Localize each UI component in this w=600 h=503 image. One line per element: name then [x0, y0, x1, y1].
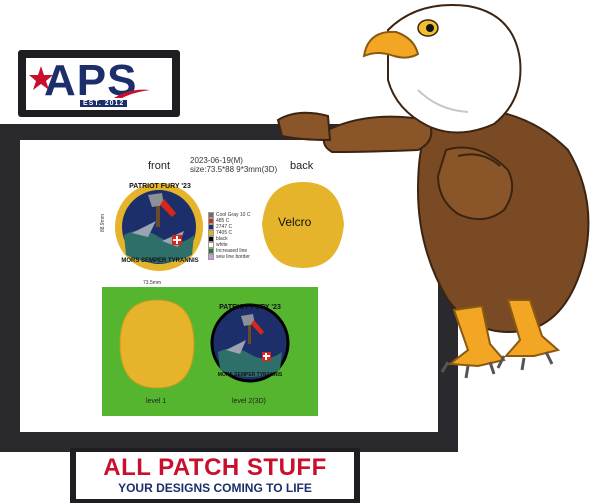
brand-tagline: YOUR DESIGNS COMING TO LIFE [118, 481, 312, 495]
back-label: back [290, 160, 314, 172]
size-text: size:73.5*88 9*3mm(3D) [190, 165, 278, 174]
legend-swatch [208, 254, 214, 260]
legend-label: white [216, 242, 228, 248]
legend-swatch [208, 218, 214, 224]
legend-row: 2747 C [208, 224, 250, 230]
legend-swatch [208, 242, 214, 248]
legend-row: sew line border [208, 254, 250, 260]
brand-name: ALL PATCH STUFF [103, 454, 327, 481]
front-label: front [148, 160, 171, 172]
front-patch-top-text: PATRIOT FURY '23 [129, 183, 191, 190]
legend-row: Increased line [208, 248, 250, 254]
legend-row: white [208, 242, 250, 248]
legend-row: 7405 C [208, 230, 250, 236]
legend-row: black [208, 236, 250, 242]
legend-swatch [208, 212, 214, 218]
swoosh-icon [114, 89, 150, 98]
width-dimension: 73.5mm [143, 280, 162, 286]
front-patch [115, 183, 203, 271]
front-patch-bottom-text: MORS SEMPER TYRANNIS [121, 258, 199, 264]
height-dimension: 88.9mm [100, 213, 107, 233]
bottom-sign-panel [76, 452, 354, 499]
legend-swatch [208, 248, 214, 254]
velcro-label: Velcro [278, 215, 312, 229]
eagle-mascot-icon [276, 4, 590, 379]
back-velcro-patch [262, 182, 344, 268]
legend-swatch [208, 236, 214, 242]
level2-top-text: PATRIOT FURY '23 [219, 304, 281, 311]
legend-label: black [216, 236, 228, 242]
legend-label: 485 C [216, 218, 230, 224]
level1-patch [119, 299, 195, 389]
legend-row: 485 C [208, 218, 250, 224]
est-badge: EST. 2012 [80, 100, 128, 107]
legend-row: Cool Gray 10 C [208, 212, 250, 218]
legend-swatch [208, 230, 214, 236]
legend-label: Cool Gray 10 C [216, 212, 251, 218]
legend-label: 7405 C [216, 230, 233, 236]
legend-swatch [208, 224, 214, 230]
star-icon [29, 66, 53, 90]
level2-label: level 2(3D) [232, 398, 266, 405]
legend-label: Increased line [216, 248, 248, 254]
date-text: 2023-06-19(M) [190, 156, 243, 165]
level1-label: level 1 [146, 398, 167, 405]
legend-label: sew line border [216, 254, 250, 260]
level2-bottom-text: MORS SEMPER TYRANNIS [217, 372, 283, 378]
level2-patch [210, 303, 290, 383]
legend-label: 2747 C [216, 224, 233, 230]
